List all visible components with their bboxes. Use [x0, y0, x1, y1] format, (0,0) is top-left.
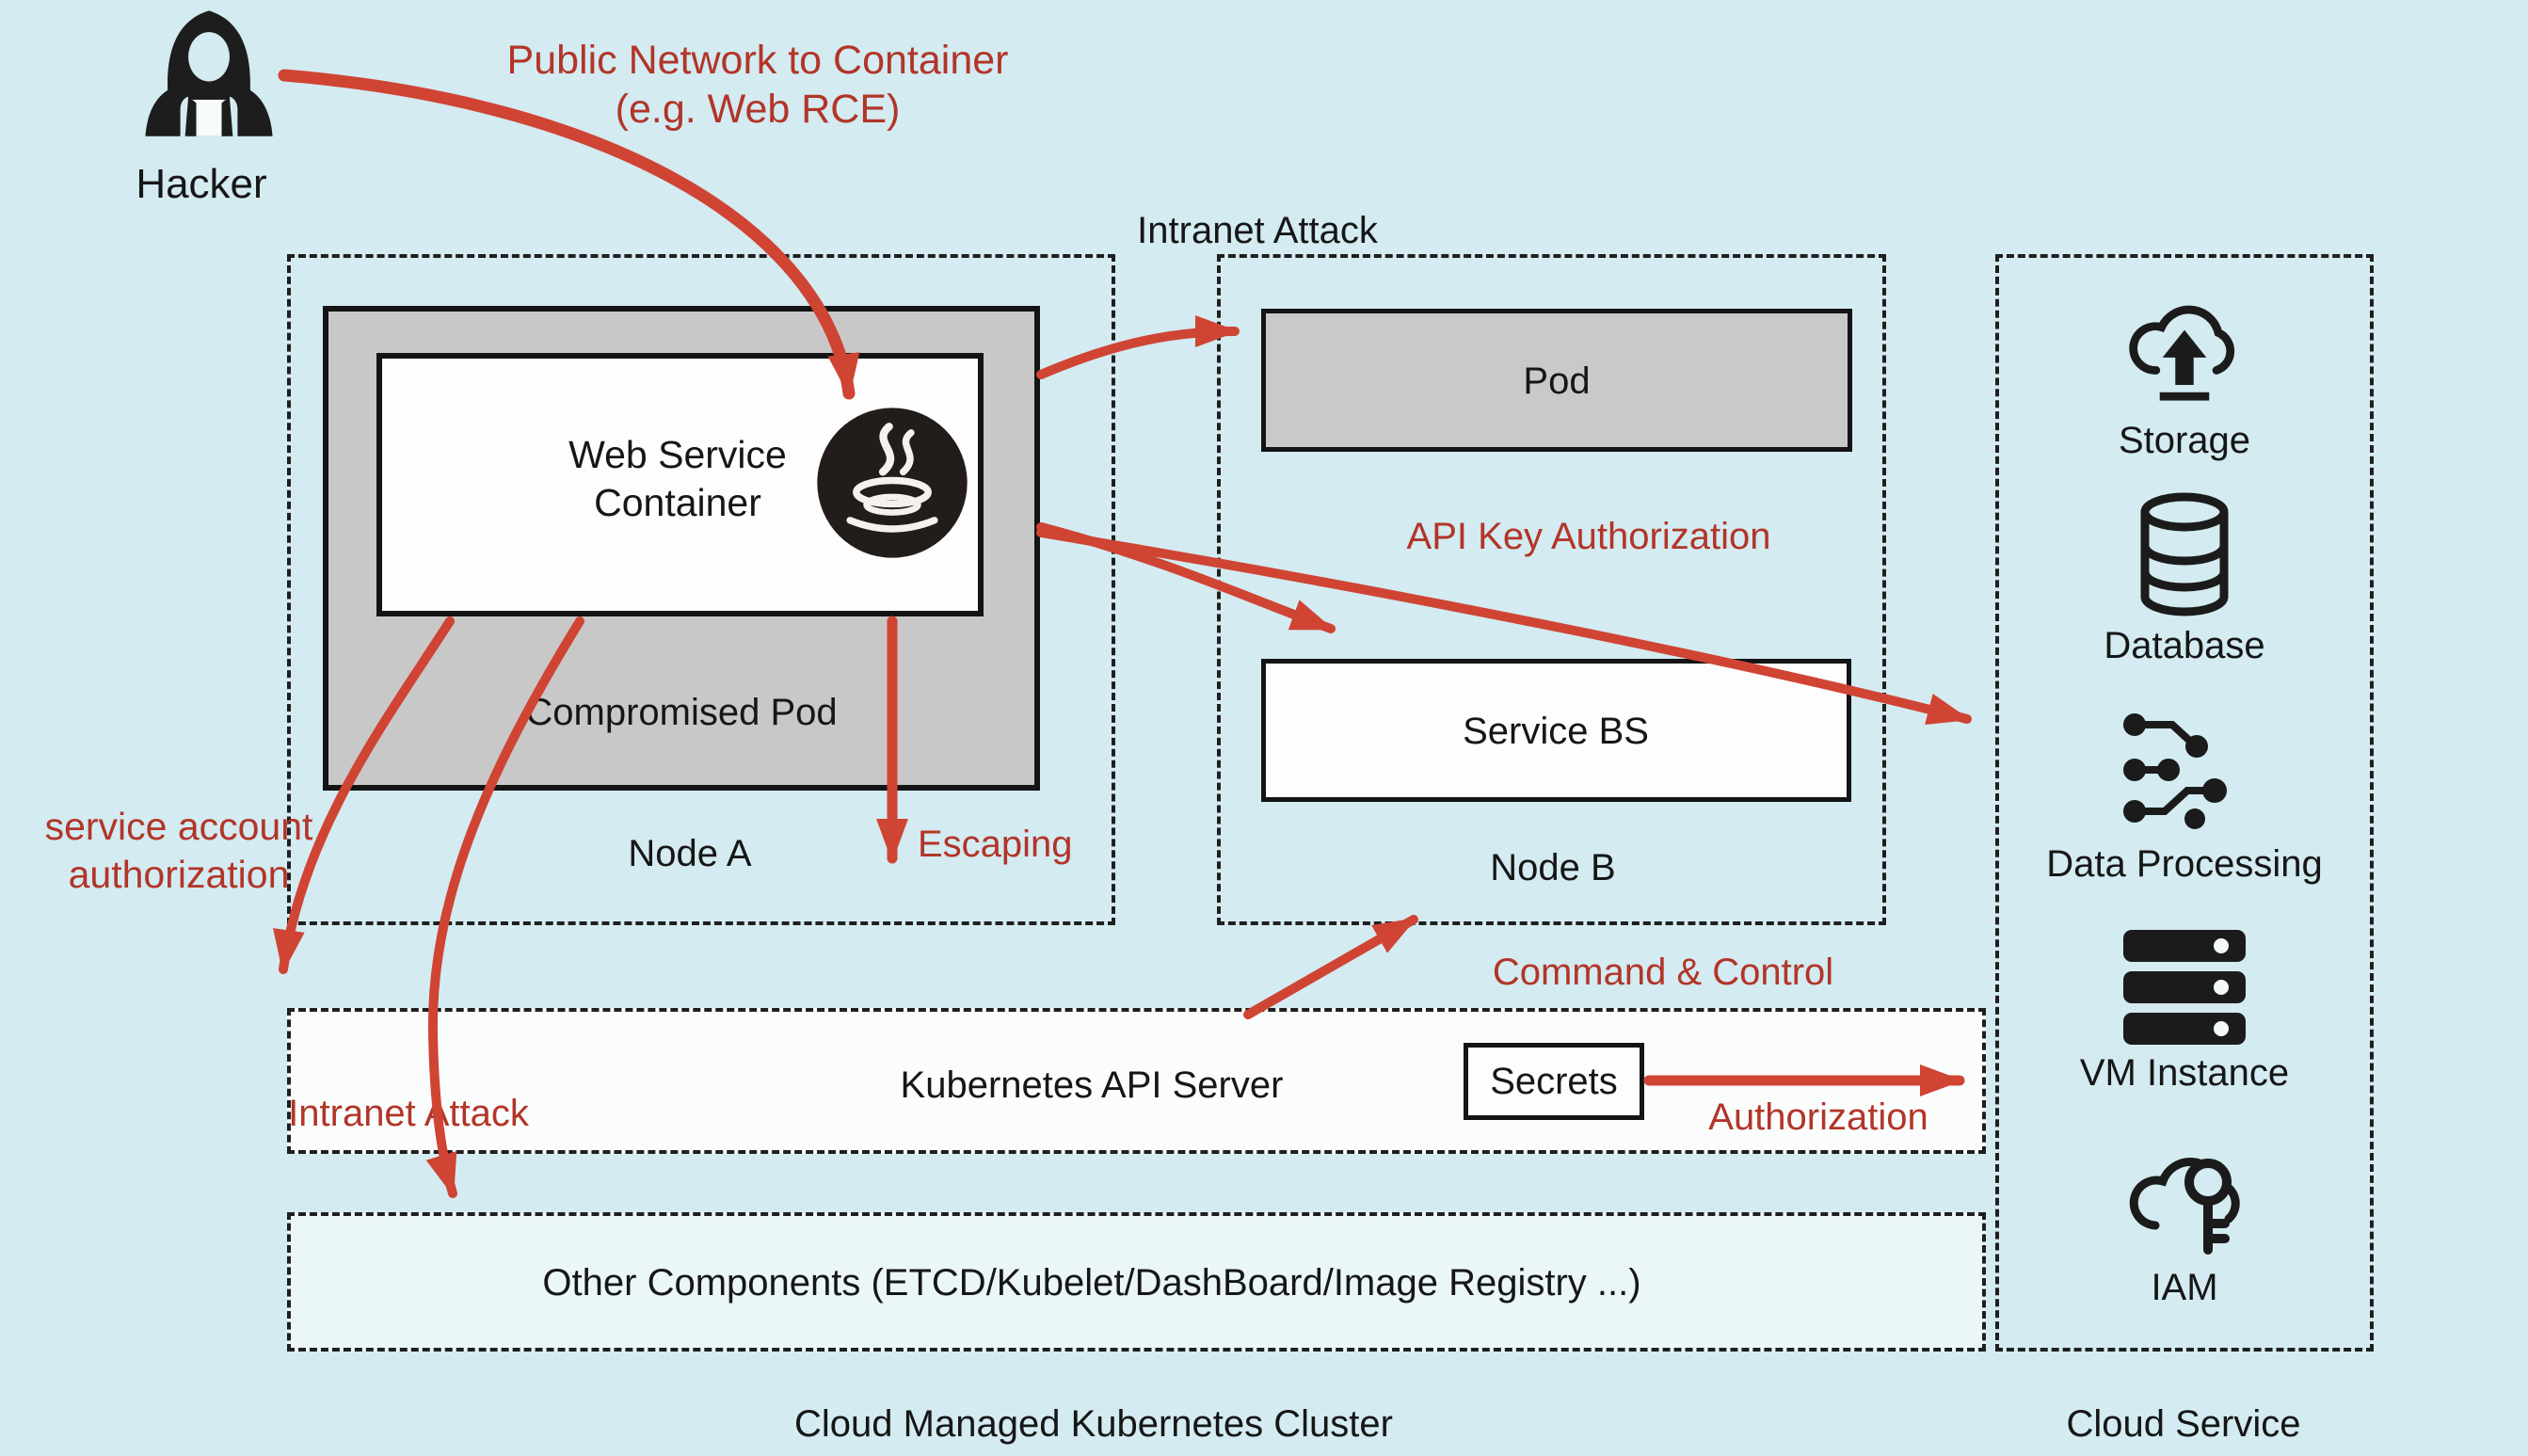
vm-instance-label: VM Instance — [2079, 1052, 2290, 1094]
kubernetes-api-server-label: Kubernetes API Server — [900, 1064, 1284, 1106]
cloud-service-caption: Cloud Service — [2066, 1403, 2301, 1445]
public-network-label: Public Network to Container (e.g. Web RC… — [506, 38, 1009, 133]
intranet-attack-bottom-label: Intranet Attack — [288, 1093, 529, 1134]
service-bs-label: Service BS — [1463, 711, 1649, 752]
java-coffee-cup-icon — [814, 405, 970, 561]
circuit-nodes-icon — [2118, 708, 2254, 835]
escaping-label: Escaping — [918, 824, 1073, 865]
database-cylinder-icon — [2123, 488, 2246, 629]
data-processing-label: Data Processing — [2046, 843, 2323, 885]
cluster-caption: Cloud Managed Kubernetes Cluster — [794, 1403, 1393, 1445]
api-key-authorization-label: API Key Authorization — [1406, 516, 1771, 557]
pod-box — [1261, 309, 1852, 452]
database-label: Database — [2104, 625, 2265, 666]
compromised-pod-label: Compromised Pod — [525, 692, 838, 733]
command-and-control-label: Command & Control — [1492, 952, 1834, 993]
other-components-label: Other Components (ETCD/Kubelet/DashBoard… — [542, 1262, 1641, 1304]
node-b-label: Node B — [1490, 847, 1616, 888]
authorization-label: Authorization — [1708, 1096, 1928, 1138]
iam-label: IAM — [2151, 1267, 2218, 1308]
server-stack-icon — [2123, 930, 2248, 1048]
cloud-upload-storage-icon — [2116, 282, 2253, 420]
hacker-icon — [129, 8, 289, 151]
pod-label: Pod — [1523, 360, 1591, 402]
other-components-box — [287, 1212, 1986, 1352]
arrow-command-and-control — [1243, 915, 1418, 1019]
web-service-container-label: Web Service Container — [568, 433, 787, 525]
service-account-authorization-label: service account authorization — [44, 805, 313, 897]
secrets-label: Secrets — [1490, 1061, 1618, 1102]
cloud-key-icon — [2114, 1128, 2255, 1259]
intranet-attack-top-label: Intranet Attack — [1137, 210, 1378, 251]
cloud-service-box — [1995, 254, 2374, 1352]
secrets-box: Secrets — [1464, 1043, 1644, 1120]
node-a-label: Node A — [628, 833, 752, 874]
hacker-label: Hacker — [136, 161, 267, 207]
storage-label: Storage — [2118, 420, 2251, 461]
